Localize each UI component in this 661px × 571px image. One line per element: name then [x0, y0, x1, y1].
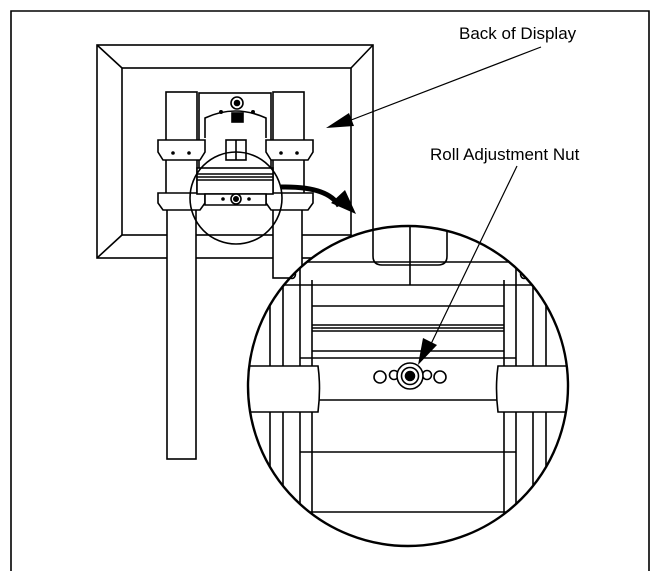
- bezel-corner-tr: [350, 44, 374, 69]
- right-upper-collar: [265, 139, 314, 161]
- leader-roll-adjustment-nut: [429, 165, 518, 347]
- bracket-top-bolt-center: [233, 99, 241, 107]
- display-back: [96, 44, 374, 259]
- bezel-corner-bl: [96, 234, 123, 259]
- detail-source-circle: [189, 151, 283, 245]
- leader-back-of-display: [345, 46, 542, 123]
- leader-back-of-display-arrowhead: [326, 113, 354, 128]
- magnifier-circle: [246, 224, 570, 548]
- figure-frame: [10, 10, 650, 571]
- bezel-corner-tl: [96, 44, 123, 69]
- bracket-top-tab: [231, 112, 244, 123]
- right-lower-collar: [265, 192, 314, 211]
- roll-adjustment-nut-ring: [400, 366, 420, 386]
- small-roll-nut-center: [233, 196, 240, 203]
- left-lower-collar: [157, 192, 206, 211]
- magnified-view: [248, 211, 568, 546]
- zoom-bracket-tab: [383, 211, 441, 221]
- zoom-lower-collar-right: [495, 365, 568, 413]
- zoom-hole-right-2: [433, 370, 447, 384]
- bracket-small-hole-left: [219, 110, 223, 114]
- left-upper-collar: [157, 139, 206, 161]
- detail-arrow-head: [331, 190, 356, 214]
- left-stand-leg: [166, 207, 197, 460]
- roll-adjustment-nut-core: [404, 370, 416, 382]
- display-outer-bezel: [96, 44, 374, 259]
- collar-screws: [171, 151, 299, 155]
- zoom-hole-left-1: [373, 370, 387, 384]
- label-roll-adjustment-nut: Roll Adjustment Nut: [430, 145, 580, 164]
- leader-roll-adjustment-nut-arrowhead: [418, 338, 437, 365]
- zoom-lower-collar-left: [248, 365, 321, 413]
- bracket-small-hole-right: [251, 110, 255, 114]
- label-back-of-display: Back of Display: [459, 24, 577, 43]
- display-inner-panel: [121, 67, 352, 236]
- cross-rail: [196, 167, 274, 195]
- bracket-arch: [204, 110, 267, 138]
